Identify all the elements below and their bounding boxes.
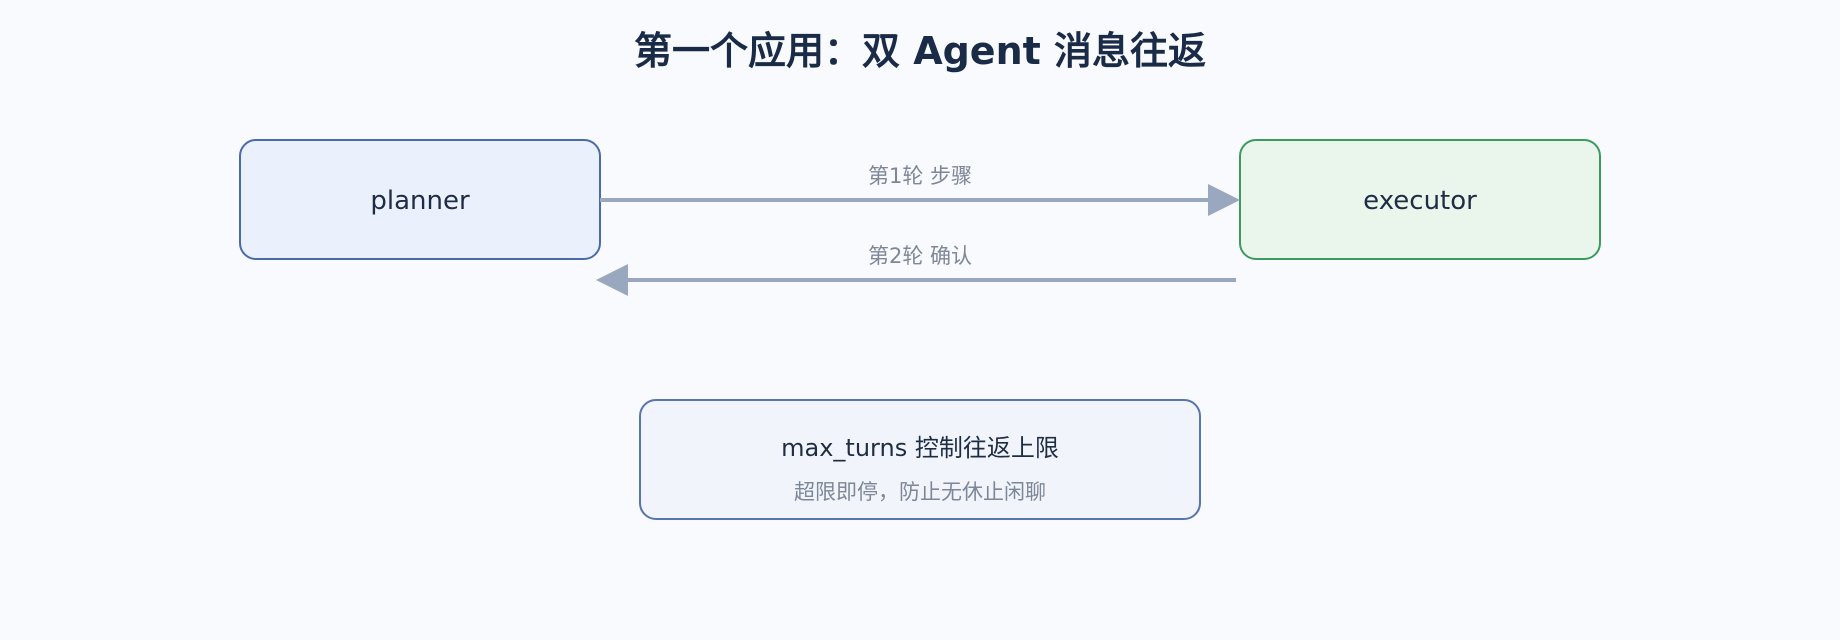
- node-executor-box: [1239, 139, 1601, 260]
- arrowhead-right-icon: [1208, 184, 1240, 216]
- edge-executor-to-planner: 第2轮 确认: [596, 244, 1236, 296]
- node-planner-label: planner: [370, 186, 470, 216]
- note-box: [639, 399, 1201, 520]
- edge-executor-to-planner-label: 第2轮 确认: [868, 244, 972, 268]
- note-title: max_turns 控制往返上限: [781, 434, 1059, 462]
- note-max-turns: max_turns 控制往返上限 超限即停，防止无休止闲聊: [639, 399, 1201, 520]
- edge-planner-to-executor: 第1轮 步骤: [600, 164, 1240, 216]
- note-subtitle: 超限即停，防止无休止闲聊: [794, 480, 1046, 504]
- diagram-title: 第一个应用：双 Agent 消息往返: [634, 29, 1206, 73]
- node-executor-label: executor: [1363, 186, 1477, 216]
- node-planner: planner: [239, 139, 601, 260]
- arrowhead-left-icon: [596, 264, 628, 296]
- node-executor: executor: [1239, 139, 1601, 260]
- edge-planner-to-executor-label: 第1轮 步骤: [868, 164, 972, 188]
